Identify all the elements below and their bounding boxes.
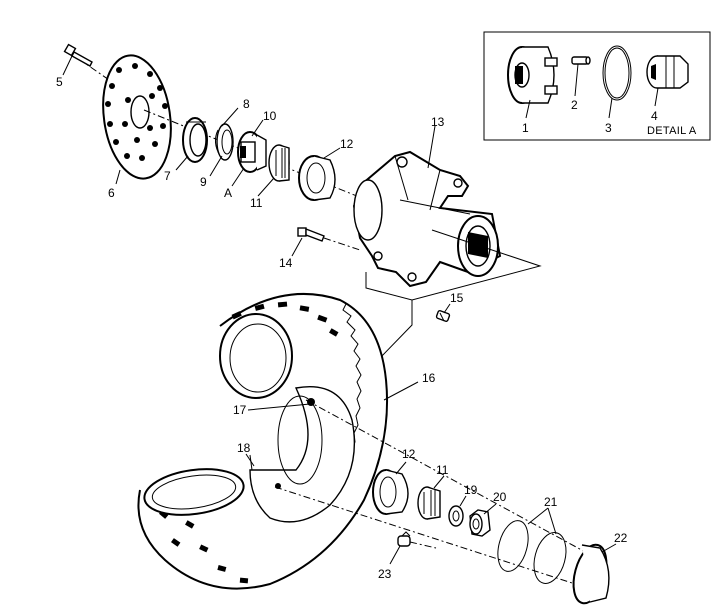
part-20-nut	[469, 509, 491, 537]
callout-labels: 5 6 7 8 9 10 A 11 12 13 14 15 16 17 18 1…	[56, 75, 628, 581]
part-12-race-bottom	[372, 469, 409, 515]
callout-20: 20	[493, 490, 507, 504]
callout-12-top: 12	[340, 137, 354, 151]
callout-12-bottom: 12	[402, 447, 416, 461]
detail-part-4-cap	[646, 55, 689, 89]
callout-8: 8	[243, 97, 250, 111]
detail-part-2-pin	[571, 56, 591, 65]
callout-10: 10	[263, 109, 277, 123]
detail-part-3-ring	[602, 45, 632, 101]
part-10-hub-ring	[237, 131, 267, 173]
part-5-bolt	[63, 43, 93, 67]
callout-17: 17	[233, 403, 247, 417]
callout-15: 15	[450, 291, 464, 305]
callout-21: 21	[544, 495, 558, 509]
callout-23: 23	[378, 567, 392, 581]
part-22-hub-cap	[572, 543, 610, 605]
callout-16: 16	[422, 371, 436, 385]
part-8-9-spacer	[214, 123, 234, 161]
callout-13: 13	[431, 115, 445, 129]
part-23-valve	[397, 531, 437, 549]
part-19-washer	[448, 505, 464, 527]
part-14-bolt	[297, 227, 361, 251]
callout-5: 5	[56, 75, 63, 89]
callout-11-bottom: 11	[436, 463, 449, 477]
detail-part-1-hub	[507, 46, 558, 104]
callout-A: A	[224, 186, 232, 200]
detail-callout-1: 1	[522, 121, 529, 135]
part-11-bearing-bottom	[417, 486, 441, 520]
detail-a-panel: 1 2 3 4 DETAIL A	[483, 31, 711, 141]
callout-7: 7	[164, 169, 171, 183]
callout-6: 6	[108, 186, 115, 200]
part-7-seal	[182, 117, 208, 163]
part-12-race-top	[298, 155, 336, 201]
part-13-hub	[352, 150, 502, 288]
callout-19: 19	[464, 483, 478, 497]
callout-9: 9	[200, 175, 207, 189]
part-21-o-rings	[497, 520, 567, 584]
detail-callout-3: 3	[605, 121, 612, 135]
part-16-tire	[137, 293, 389, 590]
callout-18: 18	[237, 441, 251, 455]
leader-lines	[62, 55, 617, 565]
part-15-nut	[435, 310, 451, 322]
brake-disc	[63, 43, 172, 180]
callout-22: 22	[614, 531, 628, 545]
part-11-bearing-top	[268, 144, 290, 182]
detail-callout-4: 4	[651, 109, 658, 123]
detail-a-title: DETAIL A	[647, 125, 697, 137]
detail-callout-2: 2	[571, 98, 578, 112]
callout-14: 14	[279, 256, 293, 270]
callout-11-top: 11	[250, 196, 263, 210]
